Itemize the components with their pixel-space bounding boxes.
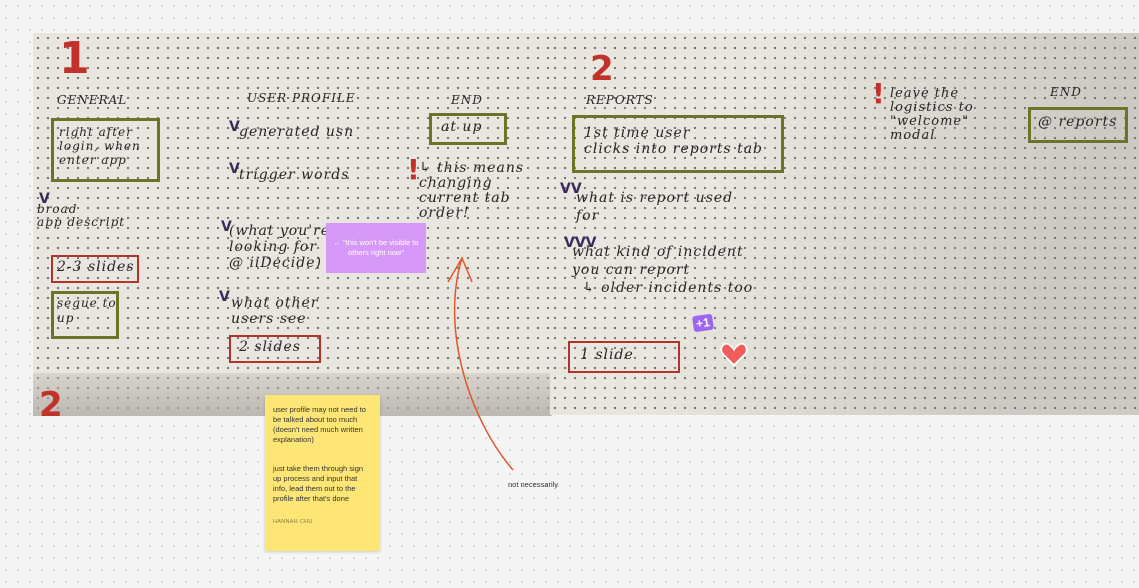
general-header: GENERAL — [57, 93, 128, 107]
general-box-text: right after login, when enter app — [59, 125, 141, 167]
one-slide-box-text: 1 slide — [580, 347, 634, 363]
looking-for: (what you're looking for @ iiDecide) — [229, 223, 331, 271]
next-page-number: 2 — [39, 385, 63, 416]
sticky-note[interactable]: user profile may not need to be talked a… — [265, 395, 380, 551]
end-header: END — [451, 93, 483, 107]
segue-box — [51, 291, 119, 339]
general-box — [51, 118, 160, 182]
sticky-paragraph-2: just take them through sign up process a… — [273, 464, 364, 503]
at-reports-text: @ reports — [1038, 114, 1118, 130]
heart-icon[interactable] — [720, 342, 748, 366]
slides-box — [51, 255, 139, 283]
check-mark-icon: ᐯᐯᐯ — [564, 235, 597, 251]
first-time-box — [572, 115, 784, 173]
broad-description: broad app descript — [37, 202, 126, 229]
annotation-text: not necessarily — [508, 480, 559, 489]
what-kind-incident: what kind of incident you can report ↳ o… — [572, 244, 754, 296]
check-mark-icon: ᐯ — [229, 161, 240, 177]
trigger-words: trigger words — [239, 167, 350, 183]
first-time-box-text: 1st time user clicks into reports tab — [584, 125, 764, 157]
comment-bubble[interactable]: ← "this won't be visible to others right… — [326, 223, 426, 273]
sticky-paragraph-1: user profile may not need to be talked a… — [273, 405, 366, 444]
two-slides-box — [229, 335, 321, 363]
at-up-box — [429, 113, 507, 145]
plus-one-sticker[interactable]: +1 — [691, 313, 714, 333]
comment-text: ← "this won't be visible to others right… — [333, 238, 419, 257]
user-profile-header: USER PROFILE — [247, 91, 356, 105]
notebook-photo-page-1[interactable]: 1 2 GENERAL right after login, when ente… — [33, 33, 552, 416]
at-reports-box — [1028, 107, 1128, 143]
notebook-photo-page-2[interactable]: 2 REPORTS 1st time user clicks into repo… — [550, 33, 1139, 415]
check-mark-icon: ᐯ — [229, 119, 240, 135]
exclamation-icon: ! — [872, 77, 885, 110]
at-up-text: at up — [441, 119, 483, 135]
check-mark-icon: ᐯ — [39, 191, 50, 207]
leave-logistics: leave the logistics to "welcome" modal — [890, 86, 974, 143]
generated-user: generated usn — [239, 124, 355, 140]
page-number: 2 — [590, 49, 614, 89]
two-slides-box-text: 2 slides — [239, 339, 301, 355]
page-number: 1 — [59, 33, 90, 84]
segue-box-text: segue to up — [57, 296, 117, 325]
reports-header: REPORTS — [586, 93, 654, 107]
what-is-report: what is report used for — [576, 190, 734, 224]
end-header: END — [1050, 85, 1082, 99]
slides-box-text: 2-3 slides — [57, 259, 135, 275]
check-mark-icon: ᐯᐯ — [560, 181, 582, 197]
this-means-note: ↳ this means changing current tab order! — [419, 160, 525, 221]
check-mark-icon: ᐯ — [219, 289, 230, 305]
what-other-users: what other users see — [231, 295, 319, 327]
sticky-author: HANNAH CHU — [273, 519, 313, 525]
one-slide-box — [568, 341, 680, 373]
check-mark-icon: ᐯ — [221, 219, 232, 235]
exclamation-icon: ! — [407, 153, 420, 186]
